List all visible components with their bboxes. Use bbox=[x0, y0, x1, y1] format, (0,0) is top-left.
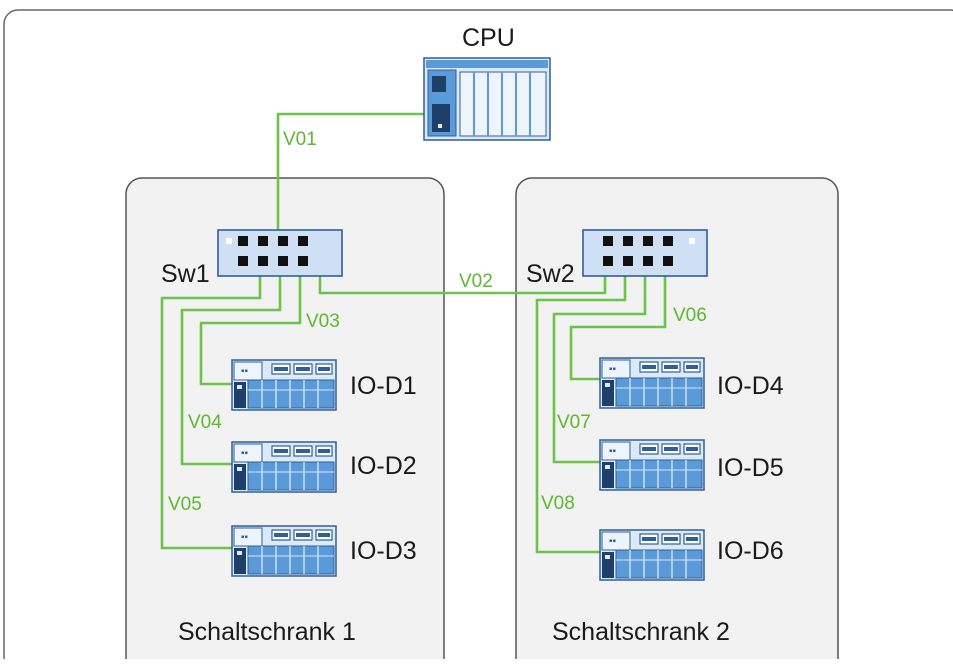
cabinet-label-1: Schaltschrank 1 bbox=[178, 618, 356, 646]
io-device-d1[interactable] bbox=[231, 359, 337, 411]
io-device-d4[interactable] bbox=[599, 357, 705, 409]
switch-label-sw1: Sw1 bbox=[161, 260, 210, 288]
wire-v06 bbox=[569, 272, 667, 381]
connection-label-v04: V04 bbox=[188, 412, 222, 433]
cpu-device[interactable] bbox=[423, 57, 551, 141]
connection-label-v05: V05 bbox=[168, 494, 202, 515]
connection-label-v03: V03 bbox=[306, 311, 340, 332]
switch-sw2[interactable] bbox=[582, 229, 708, 277]
wire-v02 bbox=[318, 272, 607, 295]
connection-label-v06: V06 bbox=[673, 305, 707, 326]
device-label-iod6: IO-D6 bbox=[717, 537, 784, 565]
connection-label-v07: V07 bbox=[557, 412, 591, 433]
io-device-d6[interactable] bbox=[599, 529, 705, 581]
device-label-iod2: IO-D2 bbox=[350, 452, 417, 480]
device-label-iod1: IO-D1 bbox=[350, 372, 417, 400]
device-label-iod3: IO-D3 bbox=[350, 537, 417, 565]
device-label-iod5: IO-D5 bbox=[717, 454, 784, 482]
cpu-label: CPU bbox=[462, 24, 515, 52]
io-device-d5[interactable] bbox=[599, 439, 705, 491]
wire-v08 bbox=[535, 272, 627, 554]
io-device-d3[interactable] bbox=[231, 525, 337, 577]
io-device-d2[interactable] bbox=[231, 441, 337, 493]
switch-label-sw2: Sw2 bbox=[526, 260, 575, 288]
cabinet-1 bbox=[125, 177, 445, 664]
wire-v05 bbox=[160, 272, 262, 550]
wire-v03 bbox=[199, 272, 302, 386]
wire-v04 bbox=[180, 272, 282, 466]
wire-v01 bbox=[276, 112, 437, 237]
device-label-iod4: IO-D4 bbox=[717, 372, 784, 400]
wires bbox=[160, 112, 667, 554]
cabinet-label-2: Schaltschrank 2 bbox=[552, 618, 730, 646]
wire-v07 bbox=[552, 272, 647, 464]
connection-label-v01: V01 bbox=[283, 129, 317, 150]
connection-label-v02: V02 bbox=[459, 271, 493, 292]
connection-label-v08: V08 bbox=[541, 493, 575, 514]
switch-sw1[interactable] bbox=[217, 229, 343, 277]
